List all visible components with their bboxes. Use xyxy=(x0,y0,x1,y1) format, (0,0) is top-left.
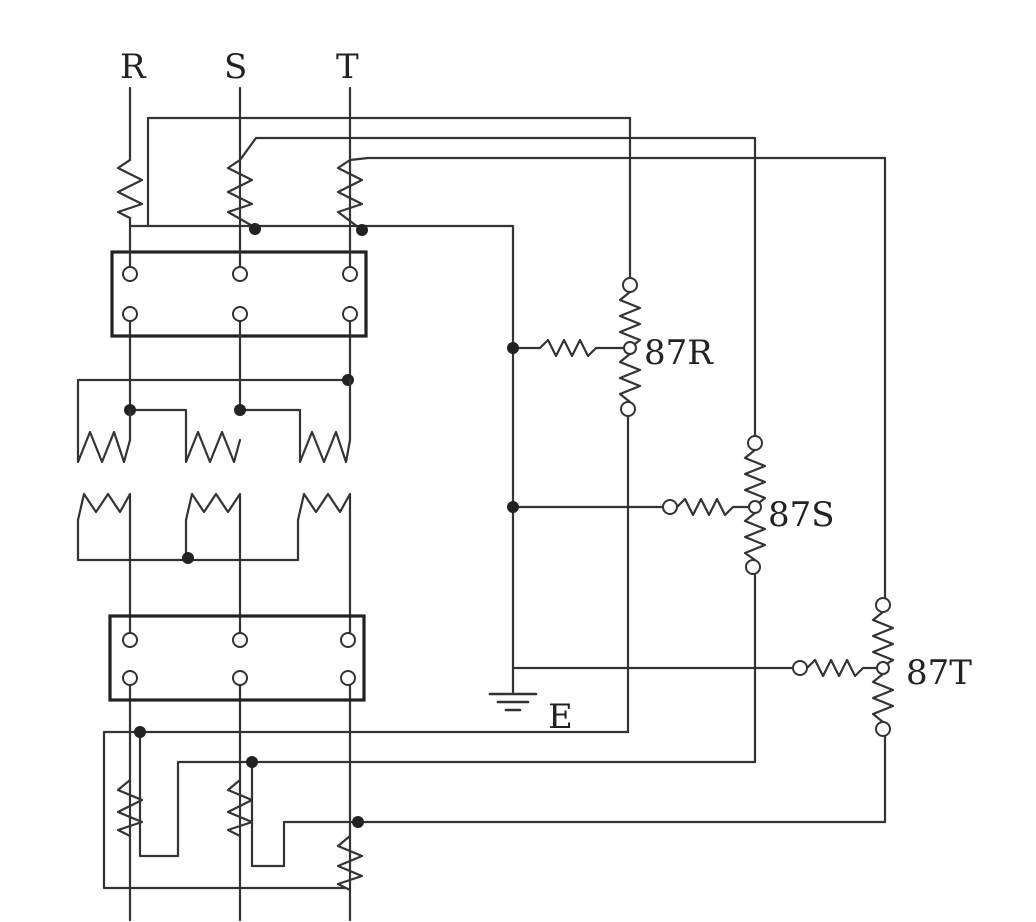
earth-ground-icon xyxy=(488,666,538,712)
lower-breaker xyxy=(108,614,366,702)
upper-breaker-feed xyxy=(128,158,352,412)
transformer-secondary-star xyxy=(76,492,352,564)
lower-ct-r xyxy=(102,726,630,890)
terminal xyxy=(340,632,356,648)
relay-87s xyxy=(507,136,767,764)
phase-label-r: R xyxy=(120,47,147,87)
relay-87t xyxy=(511,156,895,824)
terminal xyxy=(232,306,248,322)
junction-dot xyxy=(249,223,261,235)
terminal xyxy=(232,670,248,686)
relay-label-87t: 87T xyxy=(906,653,972,693)
terminal xyxy=(122,266,138,282)
relay-87r xyxy=(507,116,642,734)
relay-label-87r: 87R xyxy=(644,333,714,373)
terminal xyxy=(340,670,356,686)
upper-ct-t xyxy=(336,86,887,232)
terminal xyxy=(232,266,248,282)
transformer-primary-delta xyxy=(76,374,354,464)
junction-dot xyxy=(356,224,368,236)
terminal xyxy=(342,306,358,322)
upper-ct-r xyxy=(116,86,632,228)
terminal xyxy=(122,632,138,648)
phase-label-t: T xyxy=(336,47,359,87)
lower-ct-t xyxy=(336,816,887,892)
lower-breaker-feed xyxy=(128,518,352,922)
terminal xyxy=(122,306,138,322)
phase-label-s: S xyxy=(224,47,247,87)
earth-label: E xyxy=(548,697,573,737)
terminal xyxy=(122,670,138,686)
terminal xyxy=(232,632,248,648)
relay-label-87s: 87S xyxy=(768,495,835,535)
terminal xyxy=(342,266,358,282)
lower-ct-s xyxy=(226,756,757,868)
